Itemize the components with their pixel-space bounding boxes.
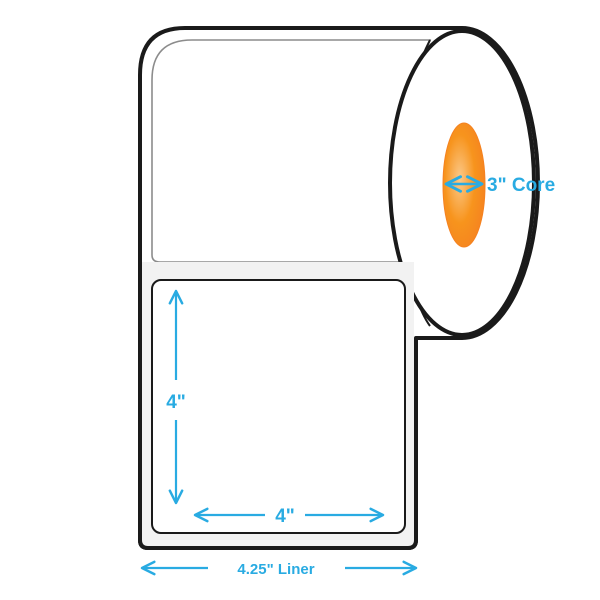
label-width-label: 4"	[275, 506, 295, 527]
core-label: 3" Core	[487, 175, 555, 196]
liner-outline	[138, 250, 418, 550]
label-height-label: 4"	[166, 392, 186, 413]
liner-width-label: 4.25" Liner	[237, 561, 314, 578]
roll-label-outline	[151, 39, 432, 263]
flat-label	[151, 279, 406, 534]
